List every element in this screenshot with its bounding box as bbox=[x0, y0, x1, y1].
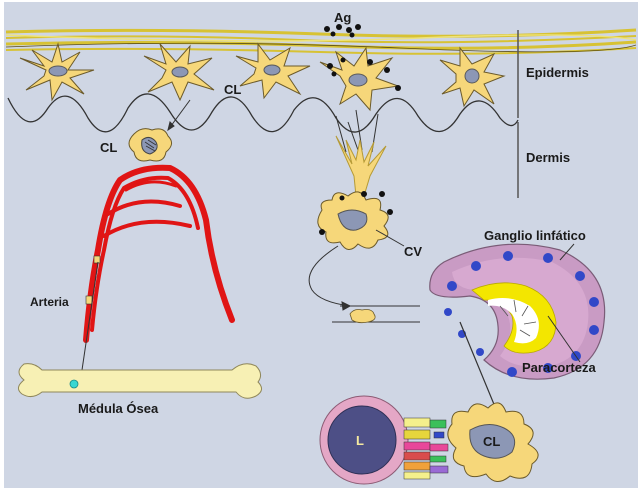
veiled-cell bbox=[318, 192, 388, 250]
lymphocyte-label: L bbox=[356, 433, 364, 448]
langerhans-label-bottom: CL bbox=[483, 434, 500, 449]
epidermis-label: Epidermis bbox=[526, 65, 589, 80]
langerhans-cell-dermis bbox=[129, 129, 172, 161]
dermis-label: Dermis bbox=[526, 150, 570, 165]
small-migrating-cell bbox=[350, 310, 375, 323]
bone-marrow-label: Médula Ósea bbox=[78, 401, 159, 416]
langerhans-label-epidermis: CL bbox=[224, 82, 241, 97]
receptor-complex bbox=[404, 418, 448, 479]
lymphocyte bbox=[320, 396, 408, 484]
lymph-node-label: Ganglio linfático bbox=[484, 228, 586, 243]
marrow-precursor bbox=[70, 380, 78, 388]
antigen-label: Ag bbox=[334, 10, 351, 25]
langerhans-label-dermis: CL bbox=[100, 140, 117, 155]
veiled-cell-label: CV bbox=[404, 244, 422, 259]
paracortex-label: Paracorteza bbox=[522, 360, 596, 375]
artery-label: Arteria bbox=[30, 295, 69, 309]
